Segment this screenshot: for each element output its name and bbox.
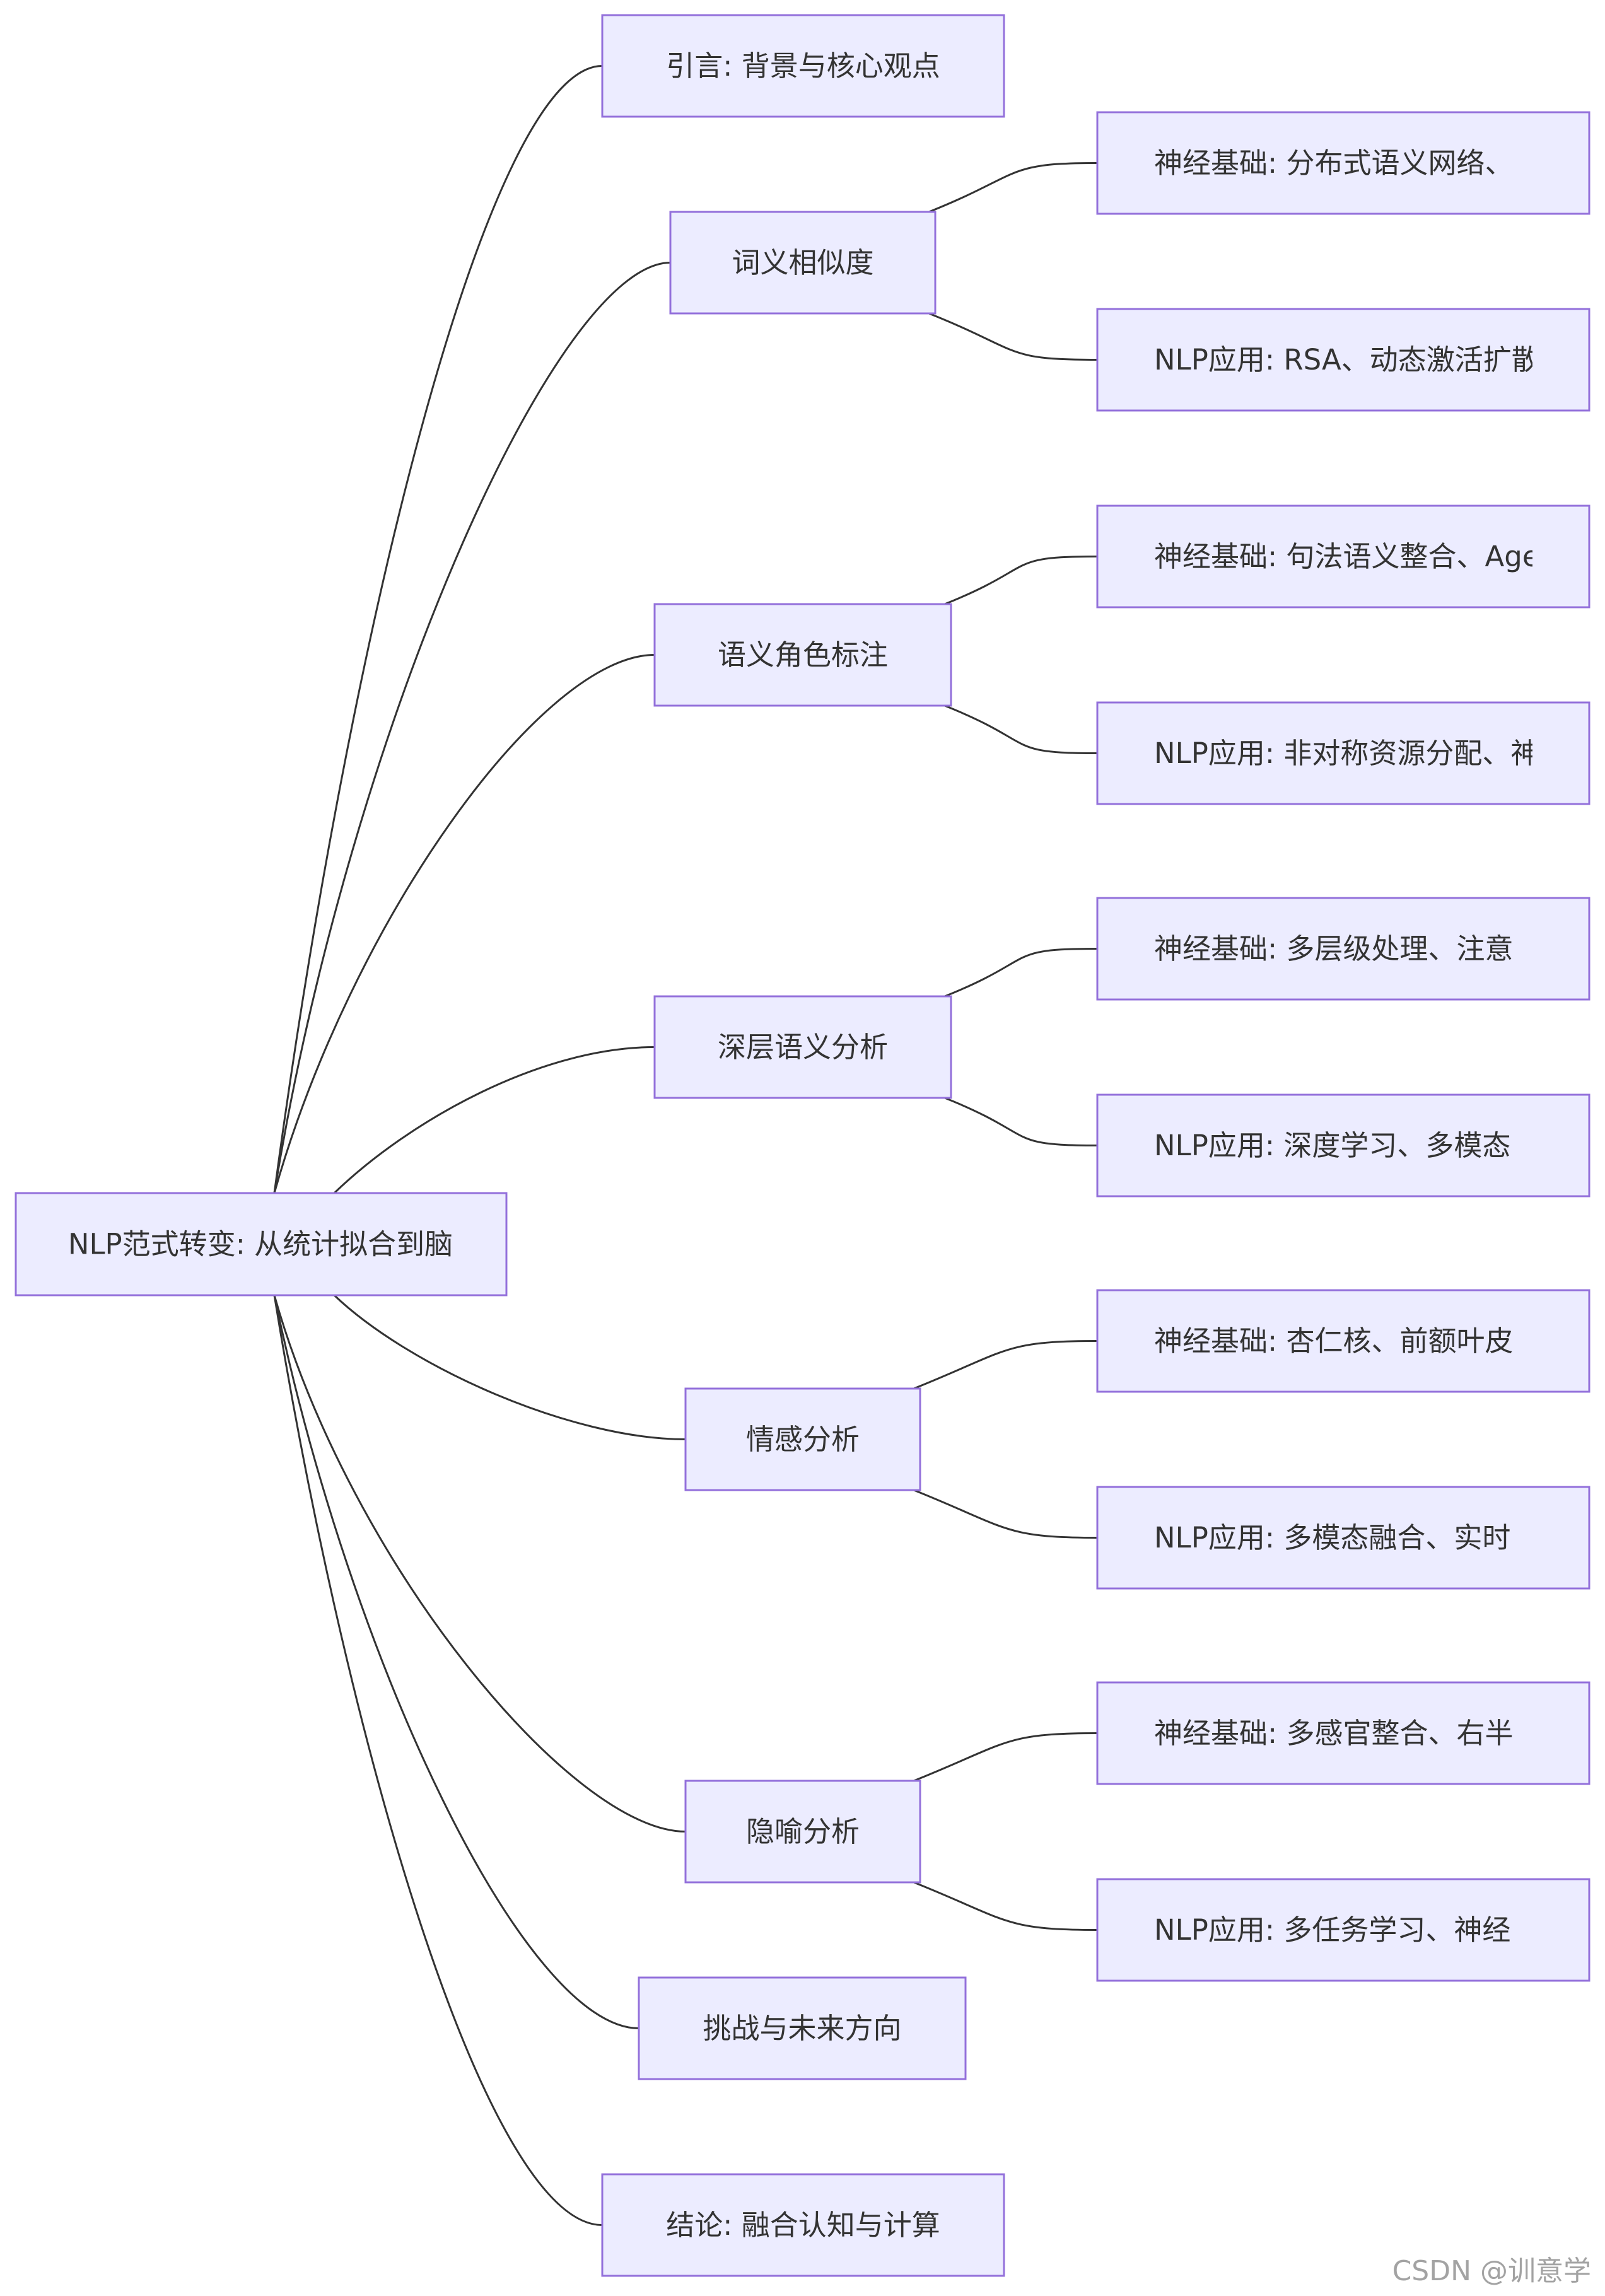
edges [273, 65, 1098, 2226]
edge-root-branch-7 [273, 1295, 603, 2226]
branch-node-2-box [653, 603, 952, 707]
leaf-node-3-1: NLP应用: 深度学习、多模态 [1096, 1093, 1590, 1198]
edge-root-branch-3 [333, 1046, 655, 1194]
leaf-node-4-0: 神经基础: 杏仁核、前额叶皮 [1096, 1289, 1590, 1393]
branch-node-5: 隐喻分析 [684, 1780, 921, 1884]
branch-node-7: 结论: 融合认知与计算 [601, 2173, 1005, 2277]
edge-branch-1-leaf-0 [928, 162, 1098, 213]
leaf-node-5-1-label: NLP应用: 多任务学习、神经 [1154, 1913, 1510, 1947]
edge-branch-4-leaf-0 [913, 1340, 1098, 1390]
leaf-node-5-0: 神经基础: 多感官整合、右半 [1096, 1681, 1590, 1785]
leaf-node-3-1-box [1096, 1093, 1590, 1198]
leaf-node-4-0-box [1096, 1289, 1590, 1393]
leaf-node-3-0-box [1096, 897, 1590, 1001]
branch-node-0-box [601, 14, 1005, 118]
edge-root-branch-0 [273, 65, 603, 1194]
edge-root-branch-2 [273, 654, 655, 1194]
leaf-node-1-0: 神经基础: 分布式语义网络、 [1096, 111, 1590, 215]
leaf-node-2-1-label: NLP应用: 非对称资源分配、神 [1154, 737, 1539, 770]
root-node-box [15, 1192, 508, 1297]
leaf-node-1-0-box [1096, 111, 1590, 215]
branch-node-4: 情感分析 [684, 1387, 921, 1491]
branch-node-5-label: 隐喻分析 [746, 1815, 860, 1848]
edge-branch-2-leaf-1 [944, 704, 1098, 754]
leaf-node-5-0-box [1096, 1681, 1590, 1785]
leaf-node-2-0-label: 神经基础: 句法语义整合、Agent [1154, 540, 1569, 573]
branch-node-7-box [601, 2173, 1005, 2277]
branch-node-3-label: 深层语义分析 [718, 1030, 888, 1064]
leaf-node-4-0-label: 神经基础: 杏仁核、前额叶皮 [1154, 1324, 1513, 1358]
branch-node-1-box [669, 211, 937, 315]
leaf-node-4-1-box [1096, 1486, 1590, 1590]
edge-root-branch-5 [273, 1295, 686, 1833]
branch-node-4-label: 情感分析 [746, 1423, 860, 1456]
branch-node-6-box [638, 1976, 967, 2080]
edge-branch-1-leaf-1 [928, 312, 1098, 361]
leaf-node-3-0-label: 神经基础: 多层级处理、注意 [1154, 932, 1513, 965]
branch-node-3: 深层语义分析 [653, 995, 952, 1099]
edge-root-branch-1 [273, 262, 671, 1194]
leaf-node-2-0-box [1096, 504, 1590, 609]
branch-node-0-label: 引言: 背景与核心观点 [666, 49, 940, 83]
branch-node-0: 引言: 背景与核心观点 [601, 14, 1005, 118]
leaf-node-1-1-box [1096, 308, 1590, 412]
watermark: CSDN @训意学 [1392, 2255, 1591, 2287]
leaf-node-2-1: NLP应用: 非对称资源分配、神 [1096, 701, 1590, 805]
edge-branch-4-leaf-1 [913, 1489, 1098, 1539]
leaf-node-1-1-label: NLP应用: RSA、动态激活扩散 [1154, 343, 1540, 376]
leaf-node-5-1: NLP应用: 多任务学习、神经 [1096, 1878, 1590, 1982]
branch-node-7-label: 结论: 融合认知与计算 [666, 2208, 940, 2242]
branch-node-2: 语义角色标注 [653, 603, 952, 707]
leaf-node-3-1-label: NLP应用: 深度学习、多模态 [1154, 1129, 1510, 1162]
leaf-node-5-1-box [1096, 1878, 1590, 1982]
leaf-node-1-0-label: 神经基础: 分布式语义网络、 [1154, 146, 1513, 180]
edge-branch-5-leaf-0 [913, 1732, 1098, 1782]
leaf-node-5-0-label: 神经基础: 多感官整合、右半 [1154, 1716, 1513, 1750]
leaf-node-1-1: NLP应用: RSA、动态激活扩散 [1096, 308, 1590, 412]
edge-root-branch-6 [273, 1295, 639, 2029]
edge-branch-3-leaf-0 [944, 948, 1098, 998]
edge-branch-3-leaf-1 [944, 1097, 1098, 1146]
edge-branch-5-leaf-1 [913, 1881, 1098, 1931]
branch-node-3-box [653, 995, 952, 1099]
root-node: NLP范式转变: 从统计拟合到脑 [15, 1192, 508, 1297]
branch-node-1: 词义相似度 [669, 211, 937, 315]
branch-node-2-label: 语义角色标注 [718, 638, 888, 672]
leaf-node-4-1-label: NLP应用: 多模态融合、实时 [1154, 1521, 1510, 1554]
root-node-label: NLP范式转变: 从统计拟合到脑 [68, 1228, 453, 1261]
branch-node-1-label: 词义相似度 [732, 246, 873, 279]
leaf-node-2-0: 神经基础: 句法语义整合、Agent [1096, 504, 1590, 609]
edge-root-branch-4 [333, 1294, 686, 1440]
leaf-node-2-1-box [1096, 701, 1590, 805]
leaf-node-3-0: 神经基础: 多层级处理、注意 [1096, 897, 1590, 1001]
branch-node-6: 挑战与未来方向 [638, 1976, 967, 2080]
branch-node-4-box [684, 1387, 921, 1491]
branch-node-5-box [684, 1780, 921, 1884]
leaf-node-4-1: NLP应用: 多模态融合、实时 [1096, 1486, 1590, 1590]
branch-node-6-label: 挑战与未来方向 [703, 2012, 901, 2045]
edge-branch-2-leaf-0 [944, 556, 1098, 605]
